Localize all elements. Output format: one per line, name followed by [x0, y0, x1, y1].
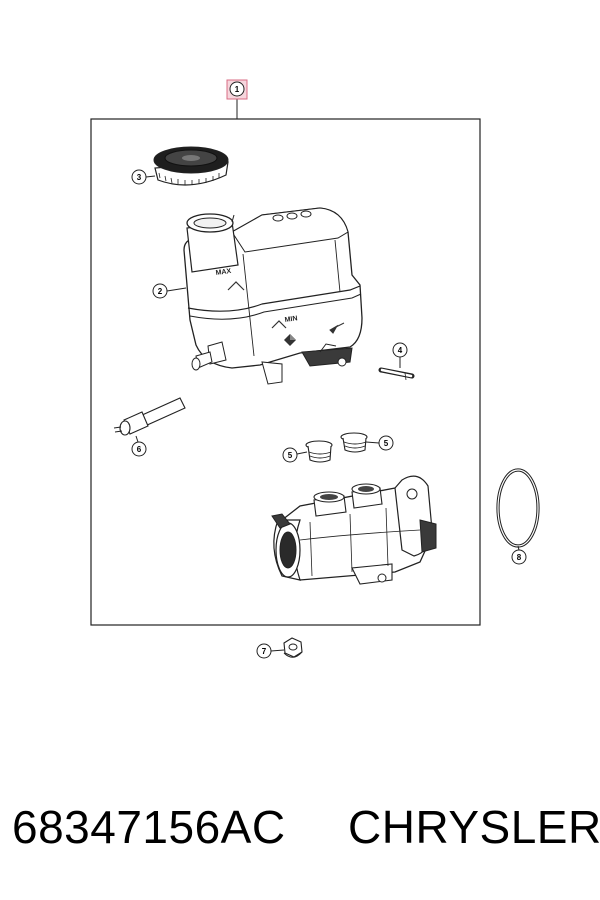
callout-6-label: 6	[137, 445, 142, 454]
callout-4[interactable]: 4	[392, 342, 408, 358]
brand-logo-icon	[284, 334, 296, 346]
leader-line-7	[270, 649, 285, 652]
retaining-pin	[378, 367, 415, 381]
callout-5b-label: 5	[384, 439, 389, 448]
assembly-frame	[90, 118, 481, 626]
min-level-label: MIN	[284, 315, 298, 324]
reservoir-cap	[153, 146, 229, 186]
fluid-level-sensor	[113, 397, 186, 436]
flange-nut	[283, 637, 303, 658]
leader-line-6	[135, 435, 139, 443]
callout-5-left[interactable]: 5	[282, 447, 298, 463]
reservoir-grommet-left	[305, 440, 333, 463]
callout-8[interactable]: 8	[511, 549, 527, 565]
leader-line-5b	[365, 441, 380, 444]
leader-line-2	[166, 287, 187, 292]
max-level-label: MAX	[215, 268, 232, 277]
callout-1[interactable]: 1	[226, 79, 248, 100]
callout-2-label: 2	[158, 287, 163, 296]
reservoir-grommet-right	[340, 432, 368, 453]
master-cylinder-body	[271, 475, 437, 585]
callout-7-label: 7	[262, 647, 267, 656]
callout-5a-label: 5	[288, 451, 293, 460]
brand-name: CHRYSLER	[348, 801, 600, 853]
callout-7[interactable]: 7	[256, 643, 272, 659]
leader-line-3	[145, 175, 156, 178]
o-ring-seal	[496, 468, 540, 548]
part-number: 68347156AC	[12, 801, 286, 853]
callout-3[interactable]: 3	[131, 169, 147, 185]
callout-6[interactable]: 6	[131, 441, 147, 457]
callout-5-right[interactable]: 5	[378, 435, 394, 451]
fluid-reservoir: MAX MIN	[183, 207, 363, 385]
caption-bar: 68347156AC CHRYSLER	[0, 800, 600, 870]
leader-line-8	[517, 545, 520, 551]
callout-3-label: 3	[137, 173, 142, 182]
callout-2[interactable]: 2	[152, 283, 168, 299]
leader-line-5a	[296, 451, 308, 455]
callout-4-label: 4	[398, 346, 403, 355]
callout-1-label: 1	[235, 85, 240, 94]
callout-8-label: 8	[517, 553, 522, 562]
